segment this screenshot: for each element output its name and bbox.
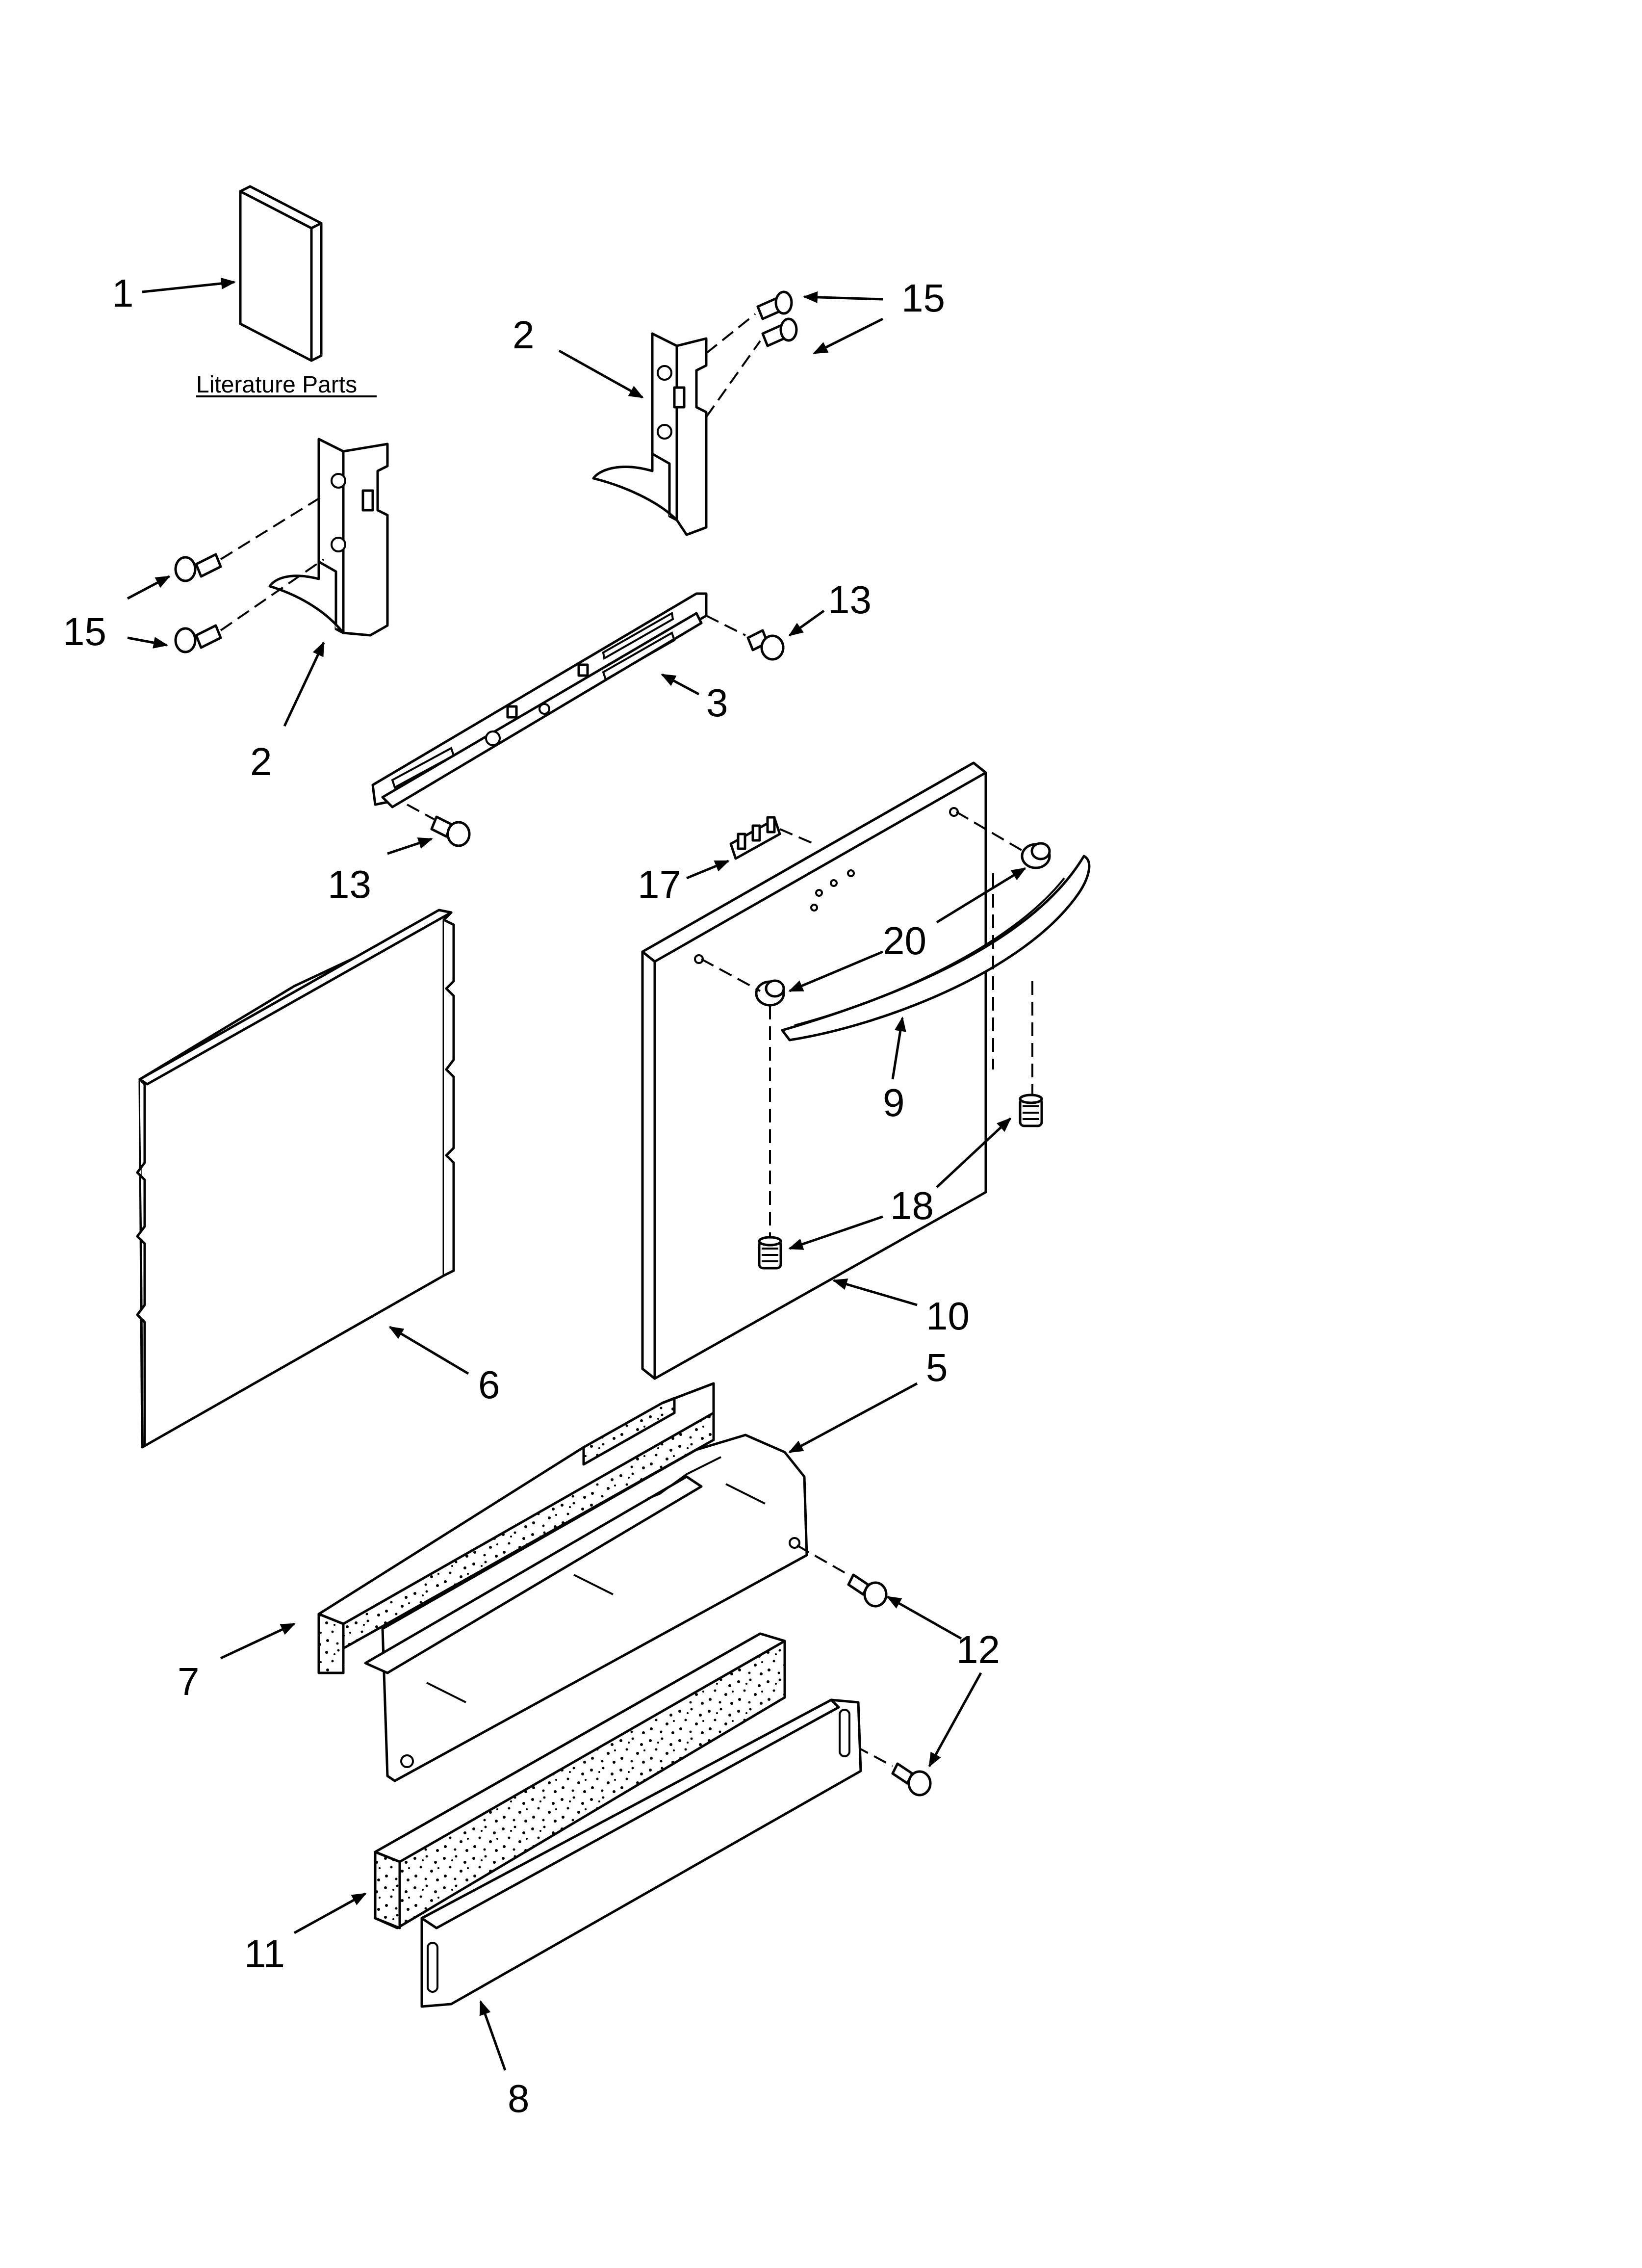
- callout-20-arrow-b: [936, 867, 1026, 924]
- callout-12: 12: [956, 1628, 1000, 1671]
- screw-12-lower: [891, 1762, 932, 1797]
- callout-13-left: 13: [328, 862, 371, 906]
- side-panel: [136, 909, 455, 1449]
- callout-20: 20: [883, 919, 926, 963]
- screw-15-upper-b: [761, 317, 798, 347]
- callout-18-arrow-b: [936, 1117, 1012, 1188]
- hinge-bracket-lower: [268, 438, 389, 637]
- toe-plate: [420, 1698, 862, 2008]
- callout-17-arrow: [686, 860, 730, 880]
- callout-3-arrow: [661, 673, 700, 696]
- callout-13-left-arrow: [387, 837, 433, 855]
- hinge-bracket-upper: [592, 332, 708, 536]
- callout-13-right-arrow: [788, 609, 825, 637]
- callout-15-lower: 15: [63, 610, 106, 653]
- callout-10-arrow: [832, 1278, 918, 1306]
- insulation-strip-upper: [317, 1382, 715, 1674]
- callout-11: 11: [244, 1932, 285, 1976]
- spacer-left: [758, 1236, 782, 1270]
- callout-5: 5: [926, 1346, 948, 1389]
- callout-1-arrow: [142, 277, 236, 293]
- screw-12-upper: [847, 1573, 888, 1608]
- callout-8-arrow: [479, 2000, 507, 2071]
- callout-17: 17: [638, 862, 681, 906]
- toe-panel-bracket: [364, 1434, 808, 1782]
- screw-15-lower-b: [174, 624, 222, 653]
- screw-13-right: [746, 629, 785, 661]
- literature-booklet: [239, 185, 323, 362]
- callout-10: 10: [926, 1294, 970, 1338]
- callout-1: 1: [112, 271, 134, 315]
- callout-18: 18: [890, 1184, 934, 1227]
- screw-15-lower-a: [174, 553, 222, 582]
- callout-15-upper-arrow-b: [813, 317, 884, 355]
- callout-12-arrow-a: [886, 1595, 962, 1640]
- mounting-rail: [371, 592, 708, 808]
- callout-20-arrow-a: [788, 950, 883, 992]
- literature-caption: Literature Parts: [196, 372, 357, 398]
- handle-stud-left: [755, 979, 785, 1007]
- callout-15-lower-arrow-b: [127, 636, 168, 649]
- callout-15-upper-arrow-a: [803, 291, 883, 303]
- screw-13-left: [430, 815, 471, 847]
- callout-18-arrow-a: [788, 1215, 883, 1250]
- callout-7-arrow: [220, 1622, 296, 1660]
- handle-clip: [729, 816, 781, 860]
- door-handle: [781, 855, 1091, 1042]
- insulation-strip-lower: [374, 1632, 786, 1929]
- callout-2-upper-arrow: [558, 349, 644, 399]
- callout-11-arrow: [293, 1892, 367, 1934]
- callout-2-lower-arrow: [283, 641, 325, 727]
- callout-15-lower-arrow-a: [127, 575, 171, 600]
- callout-6-arrow: [388, 1326, 469, 1375]
- callout-2-upper: 2: [513, 313, 535, 357]
- callout-15-upper: 15: [901, 276, 945, 320]
- callout-3: 3: [706, 681, 728, 725]
- callout-6: 6: [478, 1363, 500, 1407]
- callout-2-lower: 2: [250, 740, 272, 783]
- spacer-right: [1019, 1094, 1043, 1127]
- door-panel: [641, 761, 987, 1380]
- callout-5-arrow: [788, 1382, 918, 1454]
- callout-7: 7: [178, 1660, 200, 1703]
- callout-13-right: 13: [828, 578, 872, 622]
- handle-stud-right: [1021, 842, 1051, 869]
- callout-12-arrow-b: [928, 1672, 982, 1768]
- callout-8: 8: [508, 2077, 530, 2120]
- callout-9: 9: [883, 1081, 905, 1124]
- screw-15-upper-a: [756, 290, 793, 320]
- callout-9-arrow: [891, 1017, 906, 1080]
